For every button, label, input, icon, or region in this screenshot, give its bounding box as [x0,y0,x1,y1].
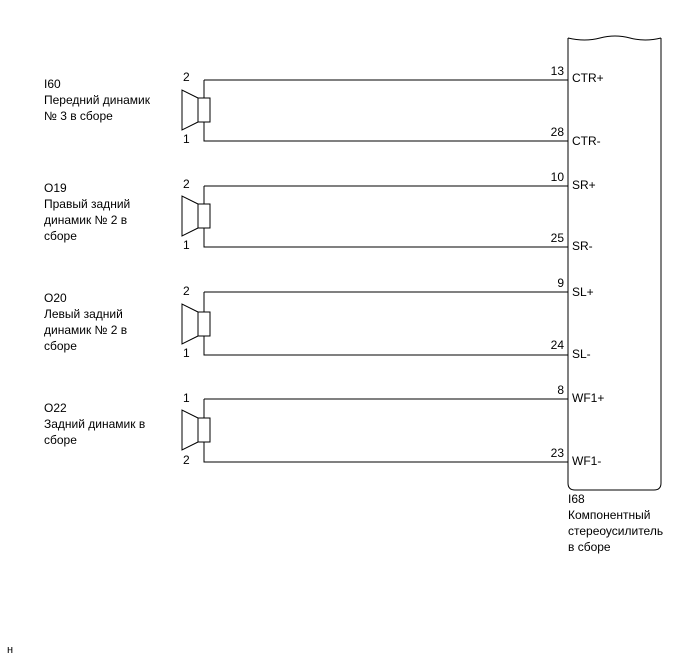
amp-pin-wf1-plus: 8 [557,383,564,397]
speaker-o20-code: O20 [44,291,67,305]
speaker-o22-pin-top: 1 [183,391,190,405]
speaker-o22-symbol [181,409,211,451]
amplifier-code: I68 [568,492,585,506]
speaker-o19-name-line3: сборе [44,229,77,243]
amp-signal-sl-minus: SL- [572,347,591,361]
amp-signal-ctr-minus: CTR- [572,134,601,148]
wire-sl-plus [203,291,568,312]
amp-pin-wf1-minus: 23 [550,446,564,460]
speaker-o20-name-line1: Левый задний [44,307,123,321]
wire-wf1-plus [203,398,568,418]
wire-ctr-minus [203,122,568,142]
amp-pin-sl-minus: 24 [550,338,564,352]
amp-signal-sl-plus: SL+ [572,285,594,299]
footer-mark: н [7,644,14,656]
speaker-o20-label: O20 Левый задний динамик № 2 в сборе [44,290,127,354]
speaker-o20-pin-bottom: 1 [183,346,190,360]
speaker-o19-code: O19 [44,181,67,195]
speaker-o20-name-line3: сборе [44,339,77,353]
speaker-o20-pin-top: 2 [183,284,190,298]
speaker-o22-label: O22 Задний динамик в сборе [44,400,145,448]
speaker-o19-label: O19 Правый задний динамик № 2 в сборе [44,180,130,244]
amp-signal-wf1-plus: WF1+ [572,391,605,405]
wire-sr-plus [203,185,568,204]
speaker-i60-symbol [181,89,211,131]
wire-sr-minus [203,228,568,248]
amplifier-name-line1: Компонентный [568,508,651,522]
speaker-o19-name-line2: динамик № 2 в [44,213,128,227]
amp-pin-sr-minus: 25 [550,231,564,245]
amp-pin-ctr-minus: 28 [550,125,564,139]
speaker-o20-name-line2: динамик № 2 в [44,323,128,337]
amplifier-label: I68 Компонентный стереоусилитель в сборе [568,491,663,555]
speaker-o20-symbol [181,303,211,345]
speaker-i60-name-line2: № 3 в сборе [44,109,113,123]
speaker-o22-pin-bottom: 2 [183,453,190,467]
wire-wf1-minus [203,442,568,463]
speaker-o19-pin-top: 2 [183,177,190,191]
speaker-o22-code: O22 [44,401,67,415]
wire-ctr-plus [203,79,568,98]
wire-sl-minus [203,336,568,356]
amp-pin-ctr-plus: 13 [550,64,564,78]
amp-signal-sr-minus: SR- [572,239,593,253]
amp-signal-wf1-minus: WF1- [572,454,602,468]
amp-signal-sr-plus: SR+ [572,178,596,192]
speaker-o19-symbol [181,195,211,237]
amp-pin-sl-plus: 9 [557,276,564,290]
amplifier-box-break-line [567,35,662,41]
amplifier-name-line3: в сборе [568,540,611,554]
speaker-o22-name-line2: сборе [44,433,77,447]
speaker-i60-name-line1: Передний динамик [44,93,150,107]
speaker-i60-pin-top: 2 [183,70,190,84]
speaker-o19-name-line1: Правый задний [44,197,131,211]
amplifier-box [567,38,662,491]
speaker-o22-name-line1: Задний динамик в [44,417,146,431]
amp-pin-sr-plus: 10 [550,170,564,184]
speaker-o19-pin-bottom: 1 [183,238,190,252]
speaker-i60-code: I60 [44,77,61,91]
speaker-i60-pin-bottom: 1 [183,132,190,146]
amplifier-name-line2: стереоусилитель [568,524,664,538]
amp-signal-ctr-plus: CTR+ [572,71,604,85]
speaker-i60-label: I60 Передний динамик № 3 в сборе [44,76,150,124]
